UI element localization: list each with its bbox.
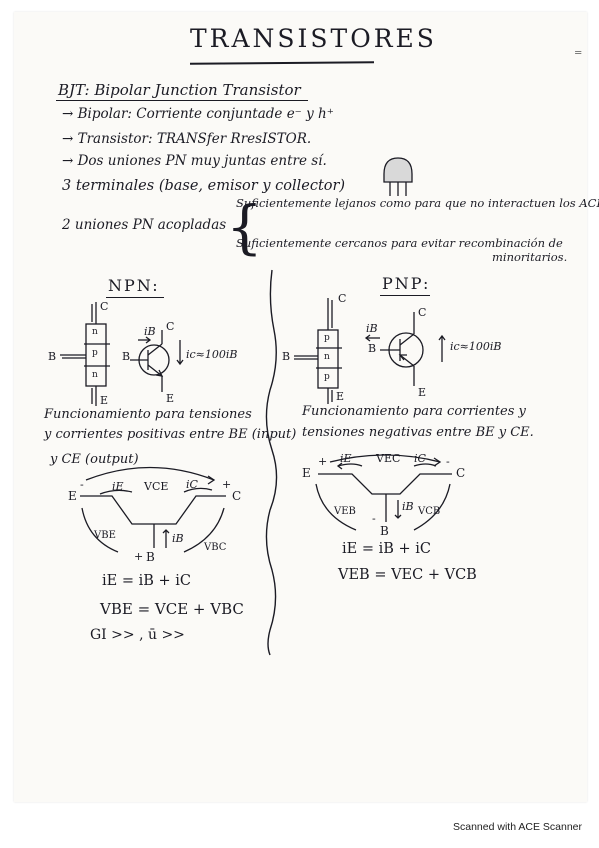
- npn-ic-label: iC: [186, 478, 198, 491]
- npn-symbol: [130, 330, 184, 392]
- npn-current-equation: iE = iB + iC: [102, 573, 191, 589]
- pnp-symbol-emitter-label: E: [418, 386, 427, 399]
- npn-collector-terminal: C: [232, 489, 242, 503]
- pnp-desc-line-1: Funcionamiento para corrientes y: [302, 404, 526, 419]
- column-divider: [265, 269, 278, 656]
- pnp-symbol: [364, 312, 446, 386]
- pnp-bias-diagram: [315, 454, 452, 531]
- npn-gain-note: GI >> , ū >>: [90, 627, 185, 643]
- note-line-pn-junctions: → Dos uniones PN muy juntas entre sí.: [62, 153, 327, 169]
- pnp-ie-label: iE: [340, 452, 352, 465]
- npn-voltage-equation: VBE = VCE + VBC: [100, 600, 244, 618]
- pnp-desc-line-2: tensiones negativas entre BE y CE.: [302, 425, 534, 440]
- npn-ib-label: iB: [144, 325, 156, 338]
- note-line-coupled-junctions: 2 uniones PN acopladas: [62, 217, 227, 233]
- npn-layer-top: n: [92, 327, 98, 337]
- scanner-watermark: Scanned with ACE Scanner: [453, 821, 582, 833]
- brace-item-far: Suficientemente lejanos como para que no…: [236, 196, 599, 210]
- curly-brace: {: [226, 193, 263, 261]
- brace-item-close-cont: minoritarios.: [492, 250, 568, 264]
- pnp-layer-top: p: [324, 333, 330, 343]
- page-title: TRANSISTORES: [190, 24, 437, 53]
- npn-vbe-label: VBE: [94, 530, 116, 541]
- pnp-minus-b: -: [372, 512, 376, 525]
- npn-bias-diagram: [80, 466, 226, 553]
- note-line-bipolar: → Bipolar: Corriente conjuntade e⁻ y h⁺: [62, 106, 334, 122]
- npn-symbol-collector-label: C: [166, 320, 175, 333]
- npn-symbol-emitter-label: E: [166, 392, 175, 405]
- npn-heading-underline: [106, 297, 164, 299]
- npn-block-emitter-label: E: [100, 394, 109, 407]
- npn-layer-block: [60, 302, 110, 406]
- npn-gain-label: ic≈100iB: [186, 348, 238, 361]
- pnp-emitter-terminal: E: [302, 466, 311, 480]
- pnp-heading: PNP:: [382, 274, 431, 293]
- note-line-transistor: → Transistor: TRANSfer RresISTOR.: [62, 131, 312, 147]
- transistor-package-icon: [383, 157, 413, 196]
- pnp-minus-c: -: [446, 455, 450, 468]
- pnp-ic-label: iC: [414, 452, 426, 465]
- pnp-block-base-label: B: [282, 350, 291, 363]
- pnp-heading-underline: [380, 295, 430, 297]
- pnp-vcb-label: VCB: [418, 506, 441, 517]
- pnp-symbol-collector-label: C: [418, 306, 427, 319]
- pnp-current-equation: iE = iB + iC: [342, 541, 431, 557]
- bjt-heading-underline: [56, 100, 308, 102]
- pnp-collector-terminal: C: [456, 466, 466, 480]
- npn-heading: NPN:: [108, 276, 160, 295]
- npn-layer-mid: p: [92, 348, 98, 358]
- npn-block-base-label: B: [48, 350, 57, 363]
- pnp-ib-arrow-label: iB: [402, 500, 414, 513]
- margin-mark: =: [574, 48, 583, 59]
- npn-block-collector-label: C: [100, 300, 109, 313]
- npn-plus-b: +: [134, 550, 144, 563]
- note-line-terminals: 3 terminales (base, emisor y collector): [62, 178, 346, 194]
- pnp-base-terminal: B: [380, 524, 389, 538]
- pnp-gain-label: ic≈100iB: [450, 340, 502, 353]
- npn-symbol-base-label: B: [122, 350, 131, 363]
- pnp-block-collector-label: C: [338, 292, 347, 305]
- pnp-veb-label: VEB: [334, 506, 356, 517]
- npn-ie-label: iE: [112, 480, 124, 493]
- npn-layer-bot: n: [92, 370, 98, 380]
- bjt-heading: BJT: Bipolar Junction Transistor: [58, 81, 301, 99]
- npn-vbc-label: VBC: [204, 542, 227, 553]
- pnp-plus-e: +: [318, 455, 328, 468]
- pnp-vec-label: VEC: [376, 452, 401, 465]
- pnp-layer-mid: n: [324, 352, 330, 362]
- notebook-page: [14, 12, 587, 802]
- npn-base-terminal: B: [146, 550, 155, 564]
- npn-ib-arrow-label: iB: [172, 532, 184, 545]
- npn-desc-line-3: y CE (output): [50, 452, 139, 467]
- pnp-ib-label: iB: [366, 322, 378, 335]
- npn-minus-e: -: [80, 478, 84, 491]
- pnp-block-emitter-label: E: [336, 390, 345, 403]
- pnp-symbol-base-label: B: [368, 342, 377, 355]
- pnp-voltage-equation: VEB = VEC + VCB: [338, 567, 477, 583]
- npn-desc-line-2: y corrientes positivas entre BE (input): [44, 427, 297, 442]
- brace-item-close: Suficientemente cercanos para evitar rec…: [236, 236, 563, 250]
- pnp-layer-block: [294, 298, 342, 404]
- npn-desc-line-1: Funcionamiento para tensiones: [44, 407, 252, 422]
- npn-vce-label: VCE: [144, 480, 169, 493]
- npn-plus-c: +: [222, 478, 232, 491]
- npn-emitter-terminal: E: [68, 489, 77, 503]
- pnp-layer-bot: p: [324, 372, 330, 382]
